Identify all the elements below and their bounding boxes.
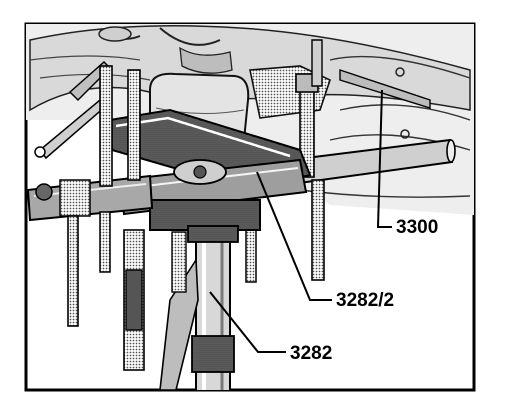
callout-3300: 3300 <box>396 217 438 238</box>
callout-3282: 3282 <box>290 343 332 364</box>
leader-3282 <box>209 291 286 353</box>
support-post-3282 <box>123 225 239 390</box>
drawing-content <box>26 24 474 390</box>
cross-beam-3282-2 <box>108 108 312 231</box>
leader-3282-2 <box>256 171 332 301</box>
callout-3282-2: 3282/2 <box>336 290 394 311</box>
support-bar-3300 <box>245 39 456 283</box>
leader-lines <box>209 89 392 353</box>
leader-3300 <box>376 89 392 228</box>
left-support-arm <box>26 60 154 327</box>
